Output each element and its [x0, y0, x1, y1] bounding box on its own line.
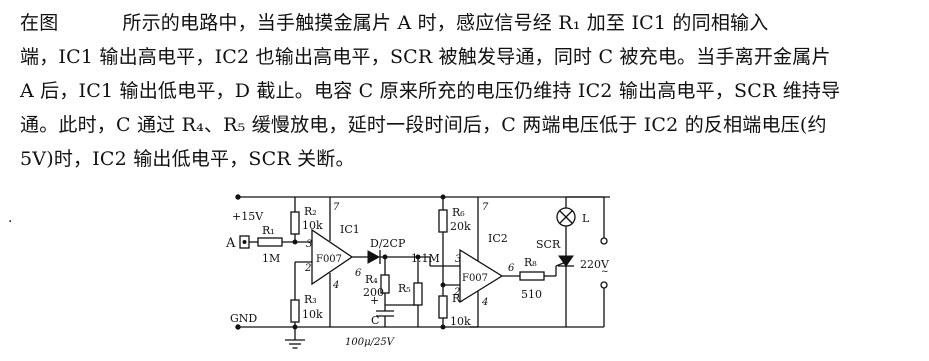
para-line2: 端，IC1 输出高电平，IC2 也输出高电平，SCR 被触发导通，同时 C 被充…: [20, 46, 831, 68]
ic2-pin6: 6: [508, 263, 515, 274]
r7-value: 10k: [450, 315, 471, 328]
r6-value: 20k: [450, 220, 471, 233]
para-line1-start: 在图: [20, 12, 59, 34]
ic2-type: F007: [462, 273, 488, 284]
ic1-pin6: 6: [355, 268, 362, 279]
diode-label: D/2CP: [370, 237, 406, 250]
mains-supply: [470, 196, 608, 328]
resistor-r7: [438, 284, 460, 330]
r1-value: 1M: [262, 252, 280, 265]
r2-label: R₂: [304, 205, 317, 218]
touch-plate: [239, 235, 250, 249]
scr-thyristor: [555, 232, 574, 327]
ground-rail: [235, 324, 470, 349]
r3-label: R₃: [304, 293, 317, 306]
ic1-pin7: 7: [333, 202, 340, 213]
ic1-pin4: 4: [332, 280, 339, 291]
r5-label: R₅: [398, 282, 411, 295]
r6-label: R₆: [452, 206, 465, 219]
para-line1-rest: 所示的电路中，当手触摸金属片 A 时，感应信号经 R₁ 加至 IC1 的同相输入: [122, 12, 769, 34]
supply-label: +15V: [232, 210, 264, 223]
cap-value: 100μ/25V: [345, 337, 396, 348]
resistor-r3: [290, 261, 312, 330]
r1-label: R₁: [262, 224, 275, 237]
scr-label: SCR: [536, 238, 561, 251]
cap-label: C: [371, 314, 379, 327]
resistor-r1: [249, 237, 312, 247]
ic2-pin2: 2: [453, 287, 460, 298]
r4-label: R₄: [365, 273, 378, 286]
cap-plus: +: [370, 294, 379, 307]
para-line3: A 后，IC1 输出低电平，D 截止。电容 C 原来所充的电压仍维持 IC2 输…: [20, 80, 841, 102]
r5-value: 1.1M: [411, 252, 440, 265]
ic2-pin4: 4: [481, 297, 488, 308]
ic2-label: IC2: [488, 232, 508, 245]
ic1-pin3: 3: [306, 239, 312, 250]
ic1-label: IC1: [340, 223, 360, 236]
resistor-r5: [413, 257, 423, 327]
ic1-type: F007: [316, 254, 342, 265]
gnd-label: GND: [230, 312, 257, 325]
opamp-ic2: [429, 197, 520, 328]
resistor-r6: [438, 194, 448, 288]
r4-value: 200: [363, 286, 384, 299]
para-line4: 通。此时，C 通过 R₄、R₅ 缓慢放电，延时一段时间后，C 两端电压低于 IC…: [20, 114, 827, 136]
ic2-pin7: 7: [482, 202, 489, 213]
body-paragraph: 在图 所示的电路中，当手触摸金属片 A 时，感应信号经 R₁ 加至 IC1 的同相…: [20, 6, 920, 176]
ic1-pin2: 2: [304, 263, 311, 274]
ic2-pin3: 3: [455, 254, 461, 265]
touch-plate-label: A: [225, 236, 236, 251]
mains-label: 220V: [580, 258, 610, 271]
opamp-ic1: [311, 197, 362, 327]
r8-label: R₈: [524, 256, 537, 269]
resistor-r8: [519, 266, 557, 281]
capacitor-c: [376, 305, 394, 327]
lamp-label: L: [582, 212, 590, 225]
r8-value: 510: [521, 288, 542, 301]
lamp-l: [556, 197, 576, 232]
resistor-r4: [380, 257, 418, 306]
ac-symbol: ~: [601, 267, 609, 277]
r3-value: 10k: [302, 308, 323, 321]
scan-speck: .: [8, 210, 13, 226]
para-line5: 5V)时，IC2 输出低电平，SCR 关断。: [20, 148, 355, 170]
resistor-r2: [290, 197, 300, 242]
supply-rail: [235, 194, 610, 200]
r2-value: 10k: [302, 219, 323, 232]
